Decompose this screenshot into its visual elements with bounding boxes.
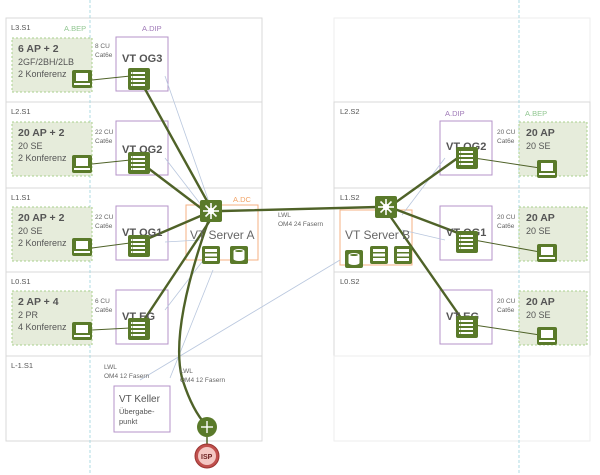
workstation-icon-l1-s1 bbox=[72, 238, 92, 256]
ap-title-l2-s1: 20 AP + 2 bbox=[18, 127, 65, 139]
ap-detail-l0-s1: 2 PR bbox=[18, 310, 39, 320]
ap-title-l1-s1: 20 AP + 2 bbox=[18, 212, 65, 224]
cable-type-l3-s1: Cat6e bbox=[95, 52, 113, 59]
switch-icon-og1-s2 bbox=[456, 231, 478, 253]
floor-label-l2-s1: L2.S1 bbox=[11, 107, 31, 116]
storage-icon-a bbox=[230, 246, 248, 264]
storage-icon-b bbox=[345, 250, 363, 268]
workstation-icon-l3-s1 bbox=[72, 70, 92, 88]
vt-keller-title: VT Keller bbox=[119, 394, 161, 405]
switch-icon-og3-s1 bbox=[128, 68, 150, 90]
cable-type-l2-s1: Cat6e bbox=[95, 138, 113, 145]
building-frame-s2-bottom bbox=[333, 355, 591, 442]
ap-detail-l3-s1: 2GF/2BH/2LB bbox=[18, 57, 74, 67]
ap-title-l0-s2: 20 AP bbox=[526, 296, 555, 308]
server-icon-b-2 bbox=[394, 246, 412, 264]
floor-label-l3-s1: L3.S1 bbox=[11, 23, 31, 32]
fiber-lines-light bbox=[139, 75, 446, 381]
backbone-cables bbox=[138, 78, 468, 427]
zone-label-dip-s2: A.DIP bbox=[445, 109, 465, 118]
ap-detail-l0-s2: 20 SE bbox=[526, 310, 551, 320]
workstation-icon-l2-s1 bbox=[72, 155, 92, 173]
server-label-b: VT Server B bbox=[345, 228, 410, 242]
vt-keller-box bbox=[113, 385, 171, 433]
cable-count-l2-s1: 22 CU bbox=[95, 129, 114, 136]
zone-label-dip-s1: A.DIP bbox=[142, 24, 162, 33]
zone-label-dc: A.DC bbox=[233, 195, 252, 204]
workstation-icon-l0-s1 bbox=[72, 322, 92, 340]
lwl-fibers-2: OM4 12 Fasern bbox=[180, 377, 226, 384]
workstation-icon-l1-s2 bbox=[537, 244, 557, 262]
cable-type-l1-s2: Cat6e bbox=[497, 223, 515, 230]
ap-conf-l1-s1: 2 Konferenz bbox=[18, 238, 67, 248]
building-frame-s2-top bbox=[333, 17, 591, 103]
vt-keller-sub-1: Übergabe- bbox=[119, 407, 155, 416]
floor-label-l1-s1: L1.S1 bbox=[11, 193, 31, 202]
workstation-icon-l2-s2 bbox=[537, 160, 557, 178]
ap-conf-l3-s1: 2 Konferenz bbox=[18, 69, 67, 79]
zone-label-bep-s1: A.BEP bbox=[64, 24, 86, 33]
cable-count-l2-s2: 20 CU bbox=[497, 129, 516, 136]
floor-label-l1-s2: L1.S2 bbox=[340, 193, 360, 202]
lwl-fibers-1: OM4 12 Fasern bbox=[104, 373, 150, 380]
ap-title-l3-s1: 6 AP + 2 bbox=[18, 43, 59, 55]
cable-type-l0-s2: Cat6e bbox=[497, 307, 515, 314]
ap-detail-l1-s1: 20 SE bbox=[18, 226, 43, 236]
server-label-a: VT Server A bbox=[190, 228, 254, 242]
core-switch-icon-b bbox=[374, 195, 398, 219]
ap-title-l2-s2: 20 AP bbox=[526, 127, 555, 139]
floor-label-l0-s1: L0.S1 bbox=[11, 277, 31, 286]
ap-conf-l2-s1: 2 Konferenz bbox=[18, 153, 67, 163]
server-icon-b-1 bbox=[370, 246, 388, 264]
ap-detail-l2-s2: 20 SE bbox=[526, 141, 551, 151]
ap-title-l1-s2: 20 AP bbox=[526, 212, 555, 224]
ap-detail-l1-s2: 20 SE bbox=[526, 226, 551, 236]
switch-icon-og1-s1 bbox=[128, 235, 150, 257]
floor-label-l2-s2: L2.S2 bbox=[340, 107, 360, 116]
isp-icon bbox=[194, 443, 220, 469]
ap-detail-l2-s1: 20 SE bbox=[18, 141, 43, 151]
lwl-label-2: LWL bbox=[180, 368, 193, 375]
cable-count-l0-s2: 20 CU bbox=[497, 298, 516, 305]
vt-keller-sub-2: punkt bbox=[119, 417, 138, 426]
link-label-fibers: OM4 24 Fasern bbox=[278, 221, 324, 228]
switch-icon-og2-s1 bbox=[128, 152, 150, 174]
floor-label-l0-s2: L0.S2 bbox=[340, 277, 360, 286]
link-label-lwl: LWL bbox=[278, 212, 291, 219]
ap-conf-l0-s1: 4 Konferenz bbox=[18, 322, 67, 332]
cable-count-l3-s1: 8 CU bbox=[95, 43, 110, 50]
isp-label: ISP bbox=[201, 454, 213, 461]
zone-label-bep-s2: A.BEP bbox=[525, 109, 547, 118]
cable-type-l2-s2: Cat6e bbox=[497, 138, 515, 145]
workstation-icon-l0-s2 bbox=[537, 327, 557, 345]
core-switch-icon-a bbox=[199, 199, 223, 223]
switch-icon-og2-s2 bbox=[456, 147, 478, 169]
cable-count-l1-s1: 22 CU bbox=[95, 214, 114, 221]
switch-icon-eg-s2 bbox=[456, 316, 478, 338]
cable-type-l1-s1: Cat6e bbox=[95, 223, 113, 230]
router-icon bbox=[197, 417, 217, 437]
floor-frame-basement-s1 bbox=[5, 355, 263, 442]
cable-count-l0-s1: 6 CU bbox=[95, 298, 110, 305]
lwl-label-1: LWL bbox=[104, 364, 117, 371]
cat6-cables bbox=[91, 75, 541, 336]
switch-icon-eg-s1 bbox=[128, 318, 150, 340]
ap-title-l0-s1: 2 AP + 4 bbox=[18, 296, 59, 308]
floor-label-basement-s1: L-1.S1 bbox=[11, 361, 33, 370]
cable-count-l1-s2: 20 CU bbox=[497, 214, 516, 221]
cable-type-l0-s1: Cat6e bbox=[95, 307, 113, 314]
vt-label-og3-s1: VT OG3 bbox=[122, 53, 162, 65]
server-icon-a-1 bbox=[202, 246, 220, 264]
